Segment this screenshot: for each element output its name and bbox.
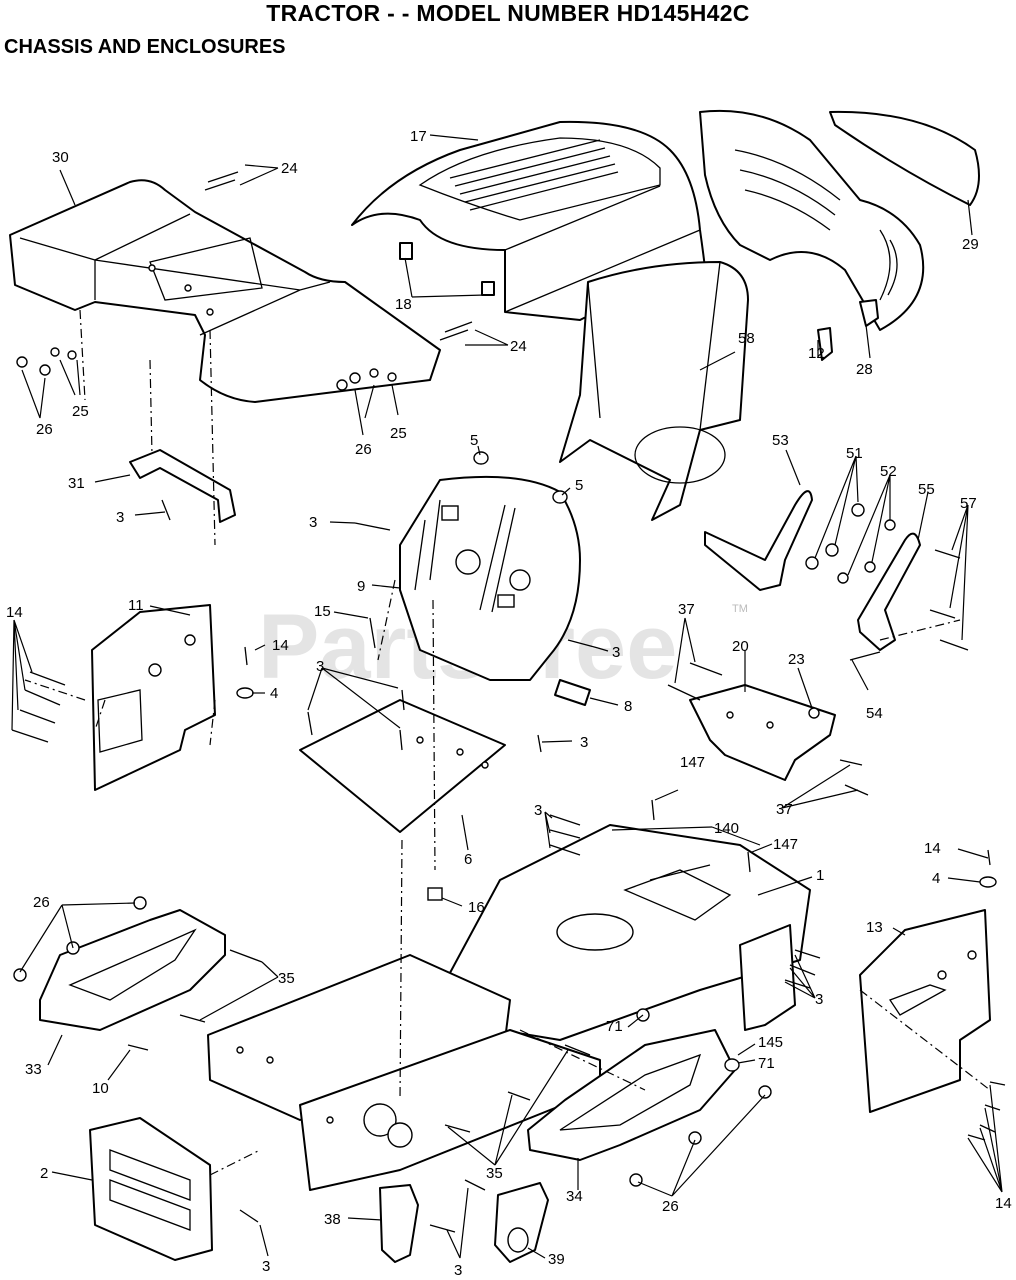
bracket-38 [379,1184,419,1263]
callout: 147 [680,754,705,771]
frame-rails [207,954,601,1191]
callout: 35 [486,1165,503,1182]
callout: 8 [624,698,632,715]
callout: 1 [816,867,824,884]
callout: 35 [278,970,295,987]
callout: 58 [738,330,755,347]
callout: 4 [932,870,940,887]
callout: 18 [395,296,412,313]
bracket-31 [129,449,236,523]
dash-panel-part [399,475,581,681]
callout: 14 [272,637,289,654]
callout: 17 [410,128,427,145]
callout: 34 [566,1188,583,1205]
callout: 14 [6,604,23,621]
callout: 55 [918,481,935,498]
callout: 140 [714,820,739,837]
callout: 31 [68,475,85,492]
deflector-part [559,261,749,521]
callout: 53 [772,432,789,449]
callout: 57 [960,495,977,512]
callout: 20 [732,638,749,655]
center-lines [24,309,991,1176]
front-panel-2 [89,1117,213,1261]
part-28 [859,299,879,327]
callout: 71 [606,1018,623,1035]
callout: 15 [314,603,331,620]
callout: 145 [758,1034,783,1051]
footrest-right [527,1029,736,1161]
side-panel-right [859,909,991,1113]
callout: 3 [454,1262,462,1279]
part-12 [817,327,833,361]
clip-8 [554,679,591,706]
callout: 3 [580,734,588,751]
callout: 38 [324,1211,341,1228]
watermark-tm: TM [732,603,748,615]
side-panel-left [91,604,216,791]
callout: 25 [72,403,89,420]
callout: 29 [962,236,979,253]
callout: 13 [866,919,883,936]
bracket-55 [857,532,921,651]
callout: 24 [281,160,298,177]
callout: 3 [262,1258,270,1275]
callout: 5 [470,432,478,449]
callout: 12 [808,345,825,362]
leader-lines [11,134,1003,1259]
callout: 3 [116,509,124,526]
callout: 5 [575,477,583,494]
callout: 37 [678,601,695,618]
bracket-145 [739,924,796,1031]
callout: 30 [52,149,69,166]
callout: 54 [866,705,883,722]
callout: 24 [510,338,527,355]
callout: 25 [390,425,407,442]
callout: 23 [788,651,805,668]
callout: 14 [924,840,941,857]
callout: 33 [25,1061,42,1078]
callout: 71 [758,1055,775,1072]
callout: 4 [270,685,278,702]
callout: 26 [355,441,372,458]
callout: 3 [815,991,823,1008]
bracket-20 [689,684,836,781]
rear-fender-part [9,179,441,403]
callout: 26 [662,1198,679,1215]
callout: 3 [612,644,620,661]
callout: 6 [464,851,472,868]
callout: 14 [995,1195,1012,1212]
callout: 10 [92,1080,109,1097]
callout: 3 [534,802,542,819]
plate-6 [299,699,506,833]
callout: 51 [846,445,863,462]
callout: 26 [33,894,50,911]
bracket-53 [704,490,813,591]
callout: 28 [856,361,873,378]
footrest-left [39,909,226,1031]
callout: 52 [880,463,897,480]
grille-part [699,109,980,331]
callout: 39 [548,1251,565,1268]
callout: 11 [128,597,144,614]
callout-labels: 30 24 17 29 18 24 12 28 58 25 26 26 25 5… [6,128,1012,1279]
page-subtitle: CHASSIS AND ENCLOSURES [4,36,286,58]
callout: 16 [468,899,485,916]
callout: 26 [36,421,53,438]
callout: 3 [316,658,324,675]
callout: 2 [40,1165,48,1182]
callout: 37 [776,801,793,818]
page-title: TRACTOR - - MODEL NUMBER HD145H42C [266,0,750,26]
callout: 147 [773,836,798,853]
callout: 9 [357,578,365,595]
callout: 3 [309,514,317,531]
